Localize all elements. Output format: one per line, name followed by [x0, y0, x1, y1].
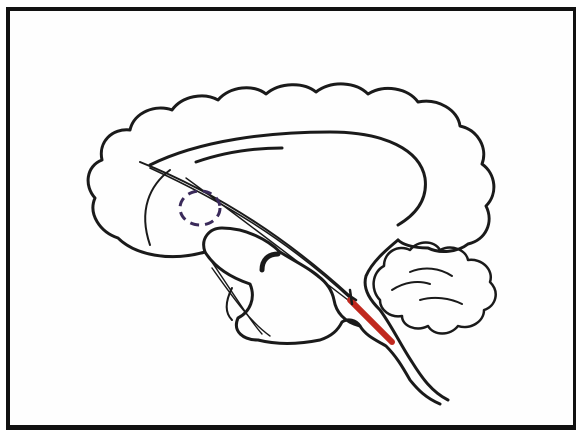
cerebellum-folia	[392, 269, 462, 304]
anterior-commissure-mark	[262, 254, 278, 270]
fiber-tract-3	[186, 178, 348, 300]
corpus-callosum	[150, 132, 425, 225]
fornix	[145, 170, 170, 245]
cerebellum	[374, 243, 496, 334]
corpus-callosum-inner	[196, 148, 282, 162]
fiber-tract-5	[212, 268, 270, 336]
figure-frame	[6, 7, 576, 430]
cerebrum-outline	[88, 84, 494, 257]
